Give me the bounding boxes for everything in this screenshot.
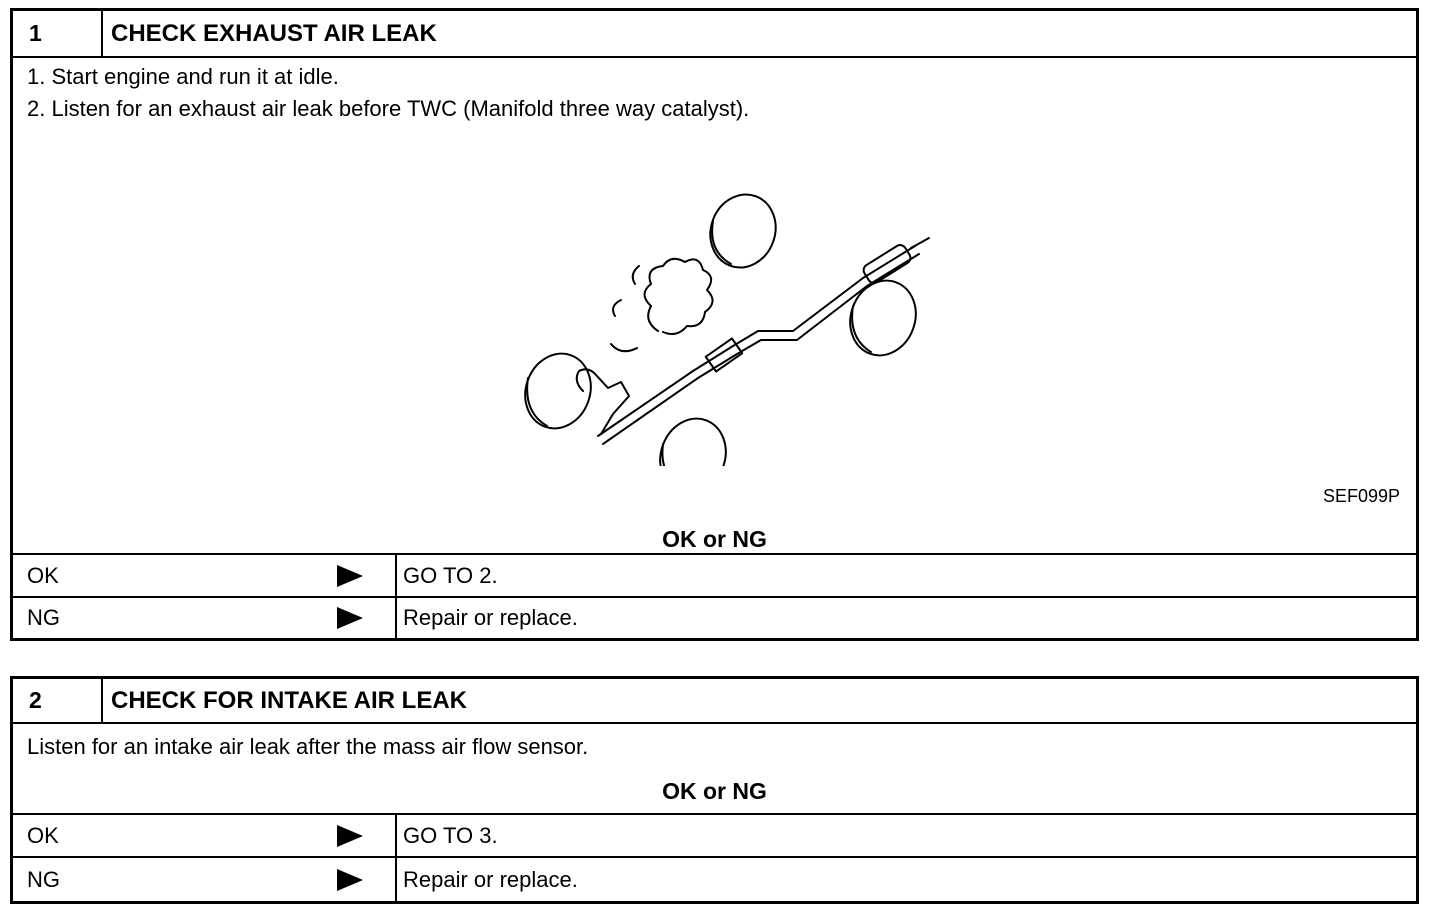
step-2-result-ok: OK GO TO 3. <box>13 813 1416 856</box>
step-1-result-heading: OK or NG <box>662 526 767 552</box>
step-2-instruction-1: Listen for an intake air leak after the … <box>27 734 589 759</box>
result-action: GO TO 2. <box>403 562 498 588</box>
result-divider <box>395 598 397 638</box>
result-action: Repair or replace. <box>403 866 578 892</box>
result-divider <box>395 815 397 856</box>
step-2-body: Listen for an intake air leak after the … <box>13 722 1416 806</box>
step-2-result-ng: NG Repair or replace. <box>13 856 1416 901</box>
step-2-number: 2 <box>13 679 103 722</box>
right-triangle-arrow-icon <box>337 564 363 587</box>
step-2-title: CHECK FOR INTAKE AIR LEAK <box>111 686 467 714</box>
step-1-instruction-1: 1. Start engine and run it at idle. <box>27 64 339 89</box>
step-2-header: 2 CHECK FOR INTAKE AIR LEAK <box>13 679 1416 722</box>
step-1-number: 1 <box>13 11 103 56</box>
result-divider <box>395 555 397 596</box>
exhaust-system-illustration <box>524 193 930 466</box>
result-divider <box>395 858 397 901</box>
step-1-body: 1. Start engine and run it at idle. 2. L… <box>13 56 1416 563</box>
step-2-result-heading: OK or NG <box>662 778 767 804</box>
step-1-instruction-2: 2. Listen for an exhaust air leak before… <box>27 96 750 121</box>
right-triangle-arrow-icon <box>337 824 363 847</box>
result-label: OK <box>27 822 59 848</box>
right-triangle-arrow-icon <box>337 607 363 629</box>
result-action: Repair or replace. <box>403 605 578 630</box>
result-label: NG <box>27 605 60 630</box>
right-triangle-arrow-icon <box>337 868 363 891</box>
step-1-result-ok: OK GO TO 2. <box>13 553 1416 596</box>
result-label: OK <box>27 562 59 588</box>
step-1-title: CHECK EXHAUST AIR LEAK <box>111 19 437 47</box>
result-action: GO TO 3. <box>403 822 498 848</box>
step-2-box: 2 CHECK FOR INTAKE AIR LEAK Listen for a… <box>10 676 1419 904</box>
step-1-box: 1 CHECK EXHAUST AIR LEAK 1. Start engine… <box>10 8 1419 641</box>
result-label: NG <box>27 866 60 892</box>
step-1-header: 1 CHECK EXHAUST AIR LEAK <box>13 11 1416 56</box>
figure-code: SEF099P <box>1322 486 1400 506</box>
step-1-result-ng: NG Repair or replace. <box>13 596 1416 638</box>
